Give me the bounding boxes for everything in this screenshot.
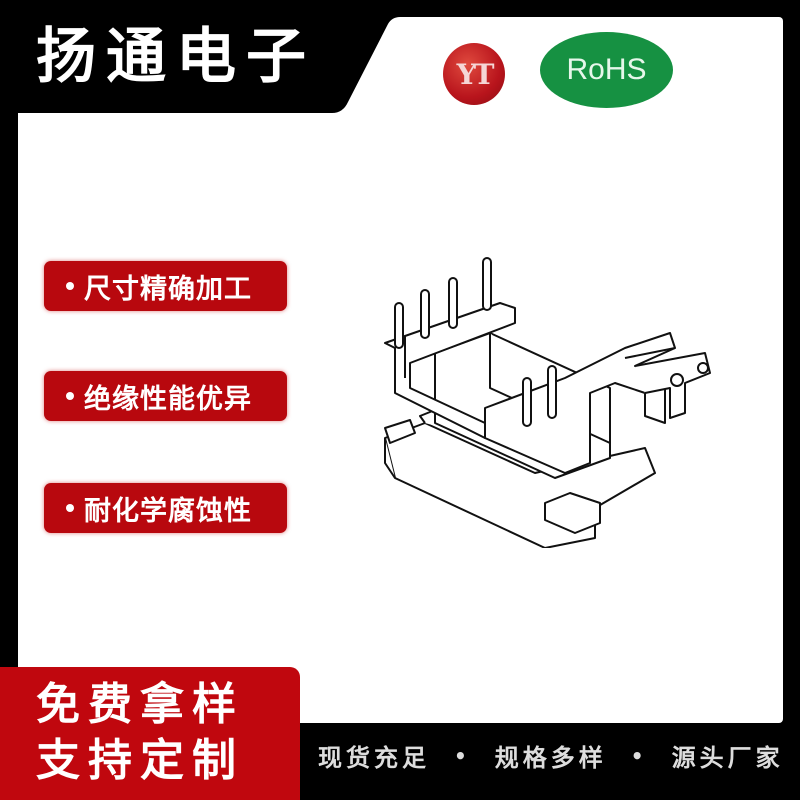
feature-chemical-resistance: 耐化学腐蚀性 bbox=[44, 483, 287, 533]
footer-slogans: 现货充足 • 规格多样 • 源头厂家 bbox=[318, 738, 784, 773]
promo-free-sample: 免费拿样 bbox=[36, 679, 244, 730]
bullet-icon bbox=[66, 282, 74, 290]
feature-label: 耐化学腐蚀性 bbox=[84, 495, 252, 527]
transformer-bobbin-icon bbox=[384, 257, 711, 548]
separator-dot-icon: • bbox=[630, 743, 648, 768]
feature-label: 尺寸精确加工 bbox=[84, 273, 252, 305]
yt-logo: YT bbox=[443, 43, 505, 105]
footer-item-stock: 现货充足 bbox=[318, 744, 430, 772]
promo-box: 免费拿样 支持定制 bbox=[0, 667, 300, 800]
bullet-icon bbox=[66, 392, 74, 400]
footer-item-factory: 源头厂家 bbox=[671, 744, 784, 772]
feature-label: 绝缘性能优异 bbox=[84, 383, 252, 415]
footer-item-variety: 规格多样 bbox=[494, 744, 607, 772]
feature-insulation: 绝缘性能优异 bbox=[44, 371, 287, 421]
promo-customization: 支持定制 bbox=[36, 735, 244, 786]
bullet-icon bbox=[66, 504, 74, 512]
brand-title: 扬通电子 bbox=[36, 22, 316, 92]
rohs-badge: RoHS bbox=[540, 32, 673, 108]
separator-dot-icon: • bbox=[454, 743, 471, 768]
feature-precision: 尺寸精确加工 bbox=[44, 261, 287, 311]
footer-band bbox=[300, 723, 800, 800]
